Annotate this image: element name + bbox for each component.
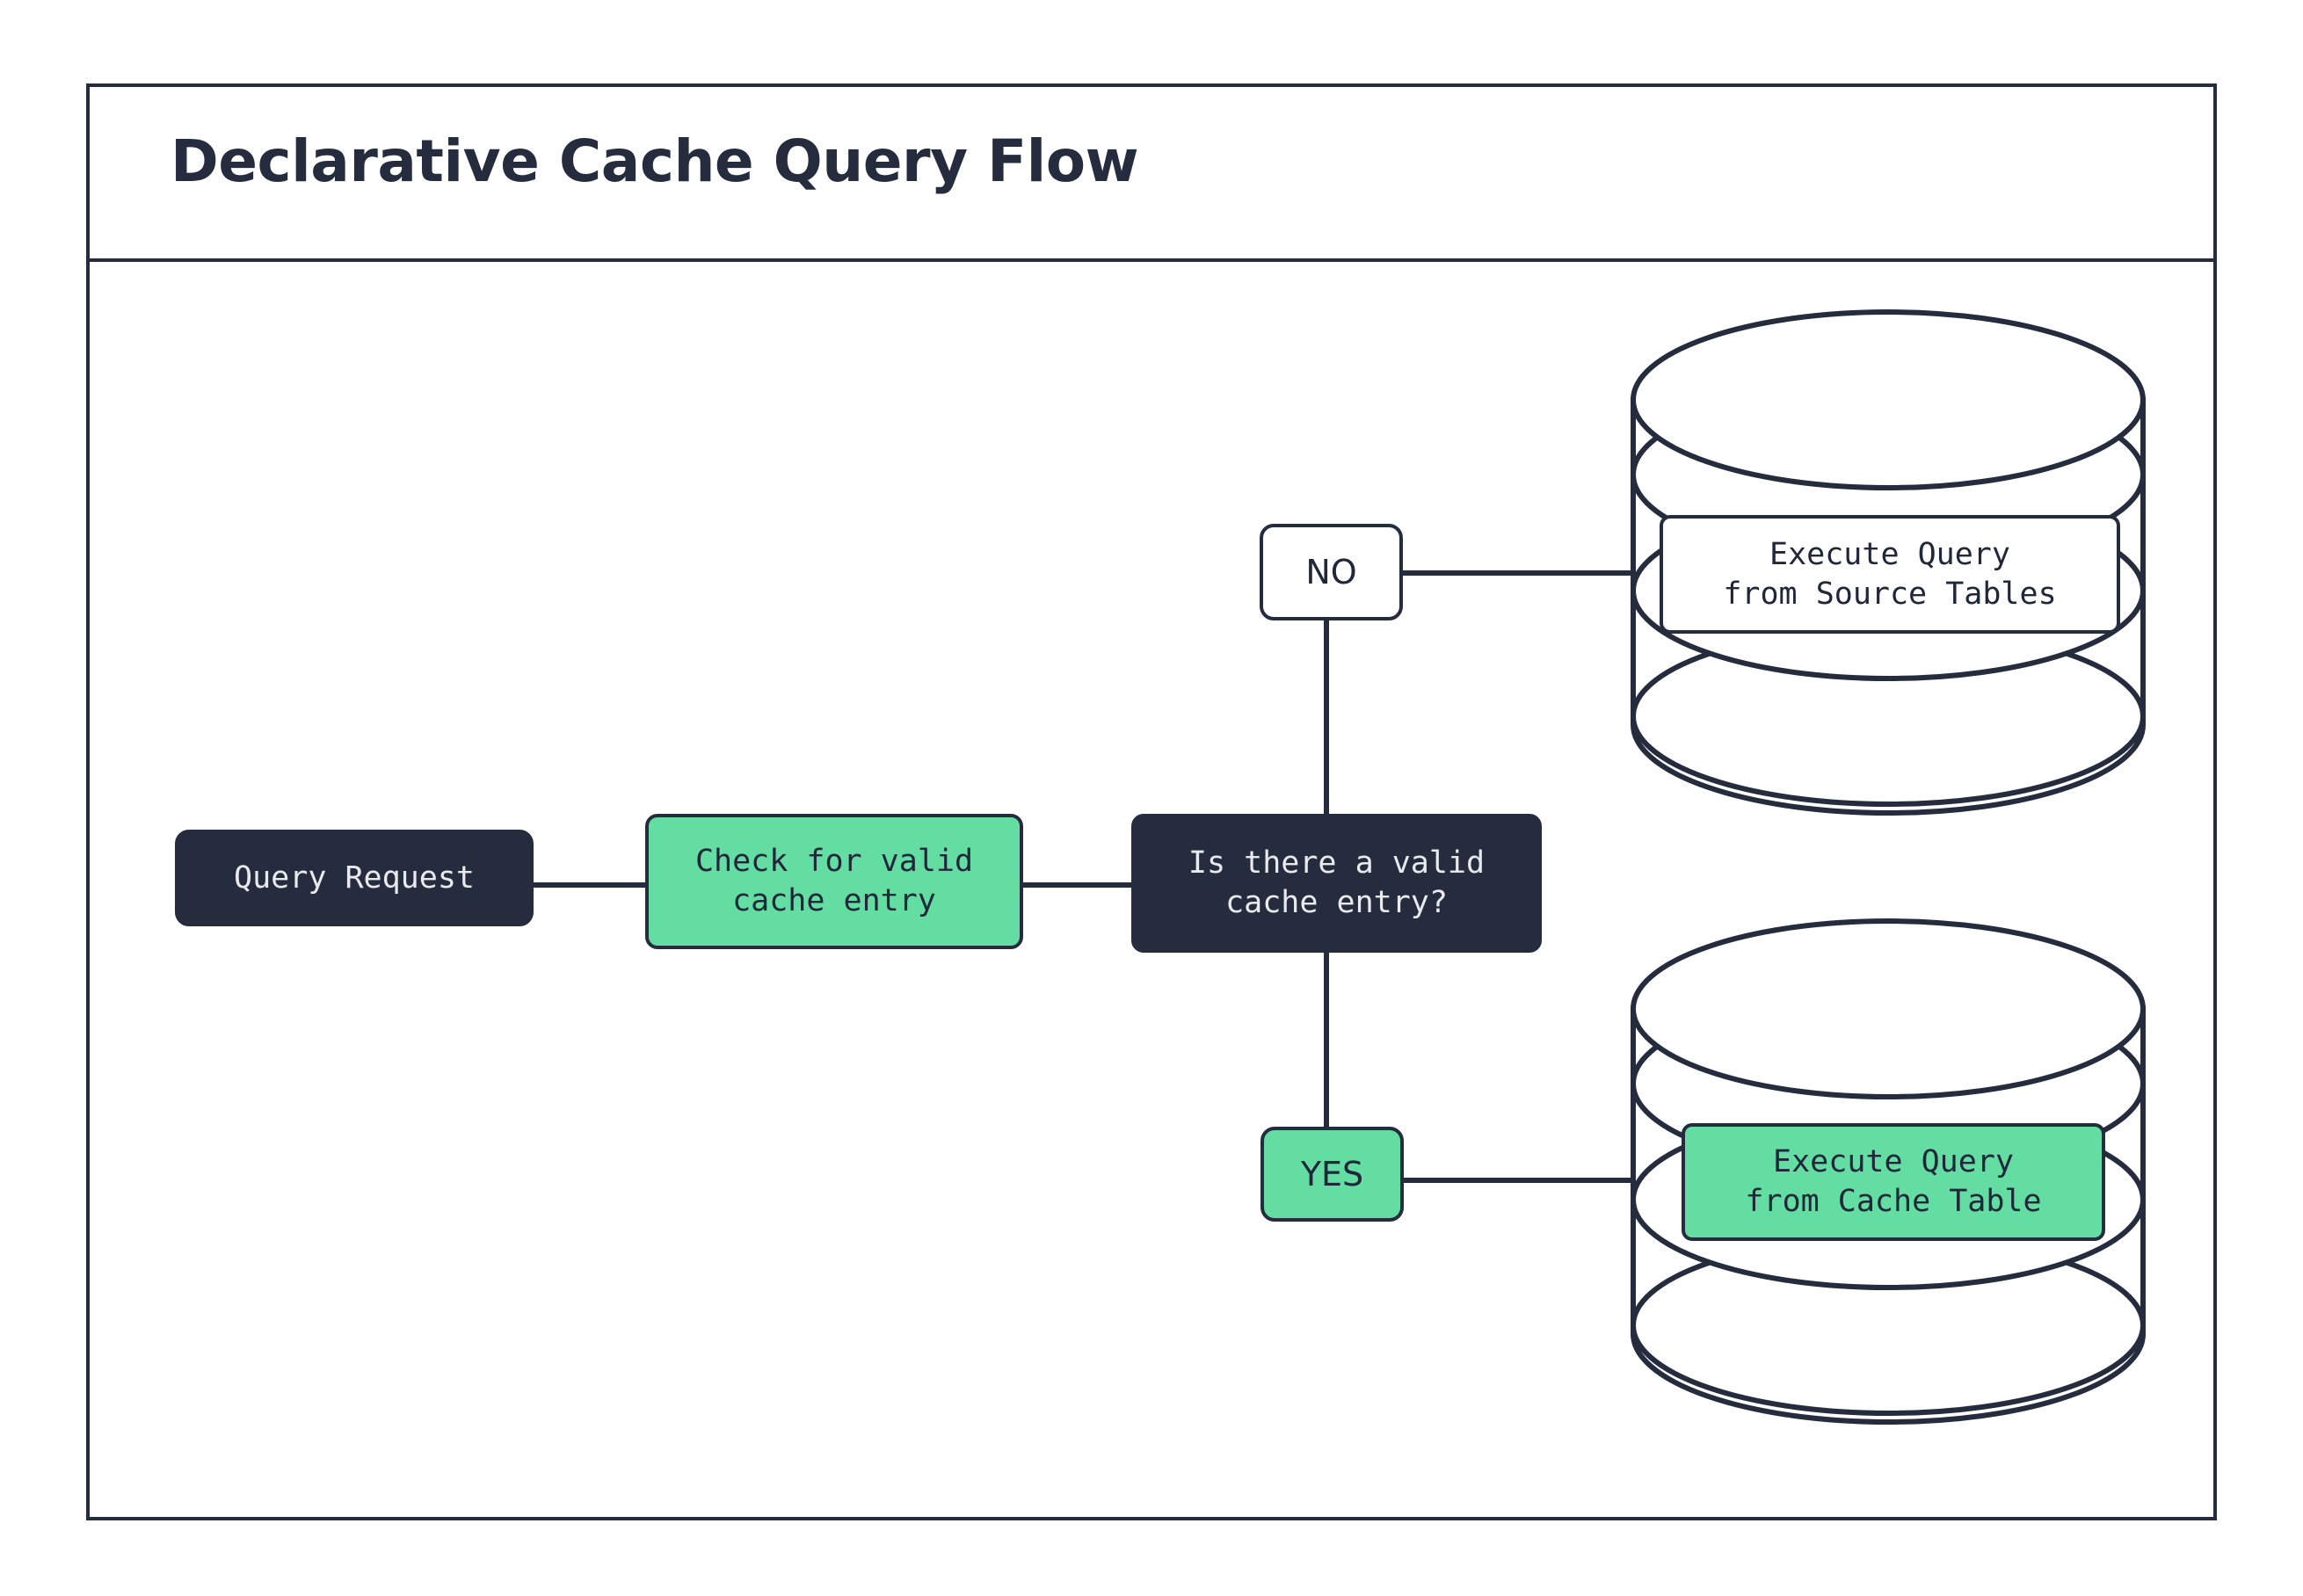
diagram-frame bbox=[86, 83, 2217, 1520]
title-bar: Declarative Cache Query Flow bbox=[86, 83, 2217, 262]
node-execute-query-from-cache-table[interactable]: Execute Query from Cache Table bbox=[1682, 1123, 2105, 1241]
edge-label-yes[interactable]: YES bbox=[1260, 1127, 1404, 1222]
node-execute-query-from-source-tables[interactable]: Execute Query from Source Tables bbox=[1660, 515, 2120, 634]
node-check-for-valid-cache-entry[interactable]: Check for valid cache entry bbox=[645, 814, 1023, 949]
edge-label-no[interactable]: NO bbox=[1260, 524, 1403, 620]
node-query-request[interactable]: Query Request bbox=[175, 830, 534, 926]
page-title: Declarative Cache Query Flow bbox=[171, 127, 1139, 195]
node-decision-valid-cache-entry[interactable]: Is there a valid cache entry? bbox=[1131, 814, 1542, 953]
